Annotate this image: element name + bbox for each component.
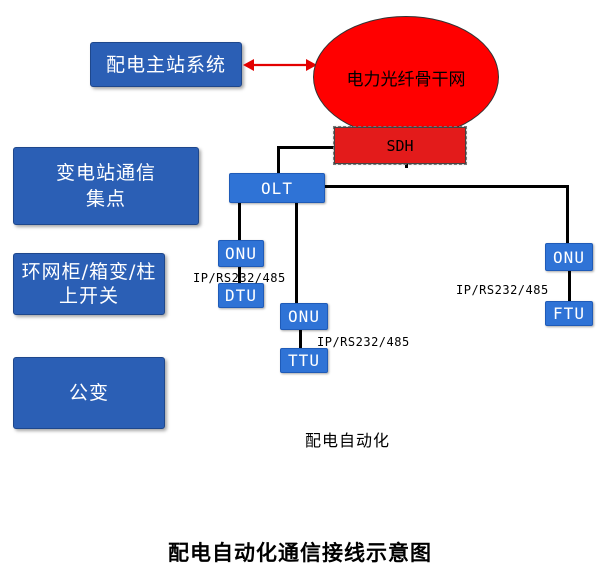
fiber-backbone-label: 电力光纤骨干网 <box>346 69 466 90</box>
olt-to-ftu-vertical <box>566 185 569 244</box>
sdh-to-olt-line-horizontal <box>277 146 335 149</box>
dtu-label: DTU <box>225 286 257 305</box>
olt-node: OLT <box>229 173 325 203</box>
bidirectional-arrow <box>243 59 317 71</box>
onu-dtu-label: ONU <box>225 244 257 263</box>
olt-to-ttu-vertical <box>295 203 298 304</box>
substation-label-line2: 集点 <box>85 188 126 210</box>
public-transformer-label: 公变 <box>68 382 109 404</box>
diagram-caption: 配电自动化通信接线示意图 <box>168 541 432 565</box>
dtu-protocol-label: IP/RS232/485 <box>193 271 286 285</box>
ttu-label: TTU <box>288 351 320 370</box>
onu-ftu-node: ONU <box>545 243 593 271</box>
ring-main-unit-box: 环网柜/箱变/柱 上开关 <box>13 253 165 315</box>
onu-ftu-link <box>568 270 571 302</box>
sdh-to-olt-line-vertical <box>277 146 280 173</box>
ttu-node: TTU <box>280 348 328 373</box>
olt-to-ftu-horizontal <box>324 185 568 188</box>
onu-ttu-link <box>299 329 302 349</box>
sdh-right-stub <box>405 163 408 168</box>
substation-box: 变电站通信 集点 <box>13 147 199 225</box>
onu-ttu-label: ONU <box>288 307 320 326</box>
onu-ftu-label: ONU <box>553 247 585 267</box>
sdh-label: SDH <box>386 136 414 155</box>
ttu-protocol-label: IP/RS232/485 <box>317 335 410 349</box>
dtu-node: DTU <box>218 283 264 308</box>
public-transformer-box: 公变 <box>13 357 165 429</box>
master-station-box: 配电主站系统 <box>90 42 242 87</box>
olt-to-dtu-vertical <box>238 203 241 241</box>
ring-main-unit-label-line2: 上开关 <box>58 285 119 307</box>
ftu-node: FTU <box>545 301 593 326</box>
sdh-node: SDH <box>334 127 466 164</box>
olt-label: OLT <box>261 178 293 198</box>
ftu-label: FTU <box>553 304 585 323</box>
substation-label-line1: 变电站通信 <box>55 162 156 184</box>
ftu-protocol-label: IP/RS232/485 <box>456 283 549 297</box>
master-station-label: 配电主站系统 <box>105 53 226 76</box>
ring-main-unit-label-line1: 环网柜/箱变/柱 <box>21 261 157 283</box>
diagram-subtitle: 配电自动化 <box>305 431 391 450</box>
fiber-backbone-network: 电力光纤骨干网 <box>313 16 499 138</box>
onu-dtu-node: ONU <box>218 240 264 267</box>
onu-ttu-node: ONU <box>280 303 328 330</box>
onu-dtu-link <box>238 266 241 284</box>
